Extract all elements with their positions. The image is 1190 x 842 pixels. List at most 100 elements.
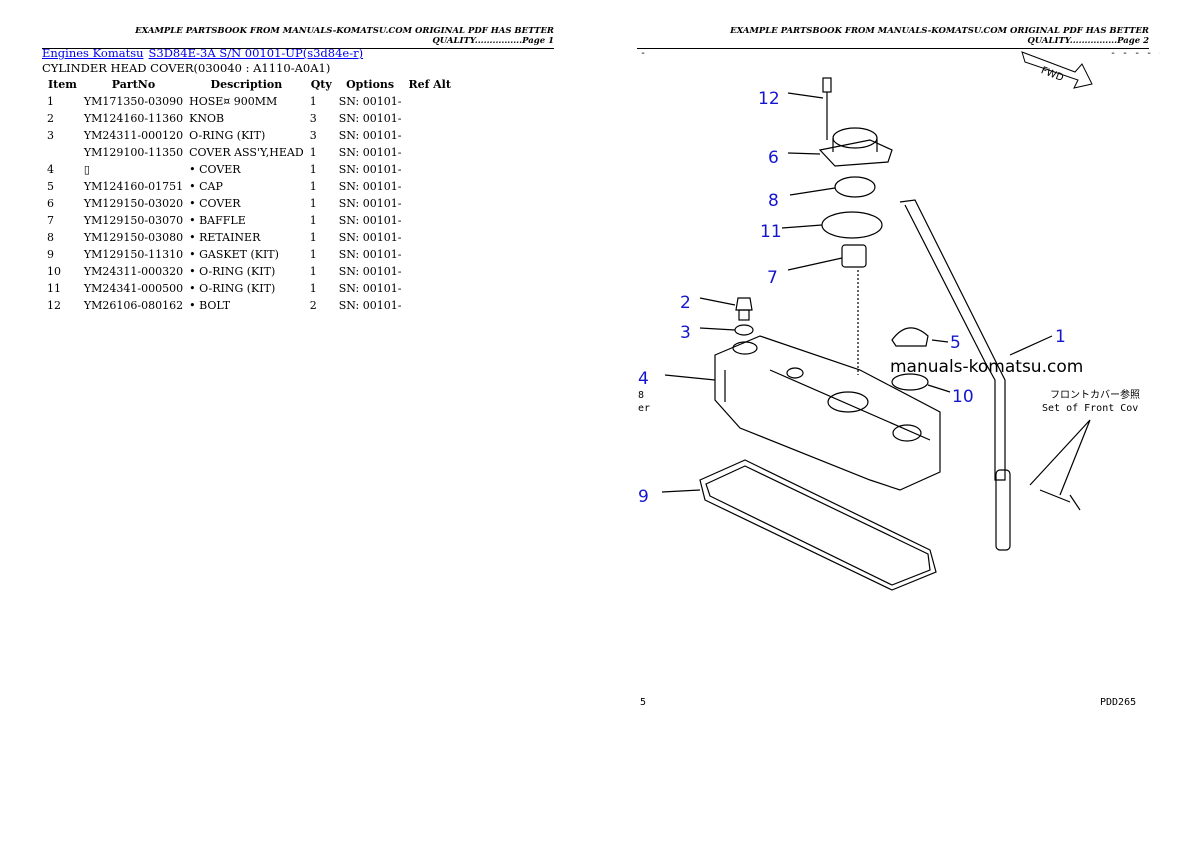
- table-cell: [404, 280, 455, 297]
- table-cell: SN: 00101-: [338, 197, 402, 210]
- table-cell: 1: [309, 197, 317, 210]
- column-header: Options: [346, 78, 395, 91]
- table-cell: YM26106-080162: [83, 299, 184, 312]
- table-cell: ▯: [83, 163, 90, 176]
- breadcrumb: Engines Komatsu S3D84E-3A S/N 00101-UP(s3…: [42, 46, 368, 60]
- table-cell: 1: [47, 95, 54, 108]
- table-cell: SN: 00101-: [338, 265, 402, 278]
- callout-8: 8: [768, 191, 779, 211]
- table-cell: 1: [309, 214, 317, 227]
- table-cell: [404, 229, 455, 246]
- table-cell: 8: [47, 231, 54, 244]
- table-row: 12 YM26106-080162 • BOLT 2 SN: 00101-: [44, 297, 455, 314]
- fwd-label: FWD: [1039, 65, 1065, 84]
- table-cell: [404, 110, 455, 127]
- drawing-lines: [661, 77, 1091, 591]
- table-cell: • COVER: [189, 163, 241, 176]
- table-cell: 1: [309, 231, 317, 244]
- table-cell: YM24311-000120: [83, 129, 184, 142]
- breadcrumb-link-engines[interactable]: Engines Komatsu: [42, 46, 144, 60]
- callout-9: 9: [638, 487, 649, 507]
- table-cell: YM171350-03090: [83, 95, 184, 108]
- callout-3: 3: [680, 323, 691, 343]
- callout-10: 10: [952, 387, 974, 407]
- table-cell: 1: [309, 265, 317, 278]
- callout-6: 6: [768, 148, 779, 168]
- table-cell: [404, 195, 455, 212]
- table-row: 8 YM129150-03080 • RETAINER 1 SN: 00101-: [44, 229, 455, 246]
- table-cell: [44, 144, 81, 161]
- table-cell: SN: 00101-: [338, 299, 402, 312]
- note-jp: フロントカバー参照: [1050, 388, 1140, 401]
- table-cell: SN: 00101-: [338, 214, 402, 227]
- table-cell: • GASKET (KIT): [189, 248, 279, 261]
- column-header: Ref Alt: [408, 78, 451, 91]
- callout-2: 2: [680, 293, 691, 313]
- column-header: Qty: [310, 78, 332, 91]
- table-row: 1 YM171350-03090 HOSE¤ 900MM 1 SN: 00101-: [44, 93, 455, 110]
- table-cell: SN: 00101-: [338, 231, 402, 244]
- page-header-2: EXAMPLE PARTSBOOK FROM MANUALS-KOMATSU.C…: [637, 26, 1149, 49]
- table-cell: [404, 212, 455, 229]
- table-cell: 12: [47, 299, 61, 312]
- callout-12: 12: [758, 89, 780, 109]
- table-cell: 3: [309, 129, 317, 142]
- left-cut-text-1: 8: [638, 390, 644, 401]
- breadcrumb-link-model[interactable]: S3D84E-3A S/N 00101-UP(s3d84e-r): [148, 46, 364, 60]
- table-cell: • O-RING (KIT): [189, 282, 276, 295]
- table-cell: SN: 00101-: [338, 248, 402, 261]
- table-cell: [404, 127, 455, 144]
- table-cell: SN: 00101-: [338, 282, 402, 295]
- table-row: 6 YM129150-03020 • COVER 1 SN: 00101-: [44, 195, 455, 212]
- table-cell: 9: [47, 248, 54, 261]
- table-cell: 6: [47, 197, 54, 210]
- table-cell: HOSE¤ 900MM: [189, 95, 278, 108]
- table-cell: 1: [309, 163, 317, 176]
- table-cell: O-RING (KIT): [189, 129, 266, 142]
- table-cell: 1: [309, 95, 317, 108]
- table-cell: [404, 144, 455, 161]
- table-cell: [404, 297, 455, 314]
- table-cell: 11: [47, 282, 61, 295]
- table-cell: 2: [309, 299, 317, 312]
- table-cell: YM24311-000320: [83, 265, 184, 278]
- table-cell: [404, 161, 455, 178]
- table-cell: • O-RING (KIT): [189, 265, 276, 278]
- table-cell: 4: [47, 163, 54, 176]
- table-cell: COVER ASS'Y,HEAD: [189, 146, 304, 159]
- callout-1: 1: [1055, 327, 1066, 347]
- callout-4: 4: [638, 369, 649, 389]
- table-cell: YM129150-03020: [83, 197, 184, 210]
- column-header: Item: [48, 78, 77, 91]
- callout-5: 5: [950, 333, 961, 353]
- left-cut-text-2: er: [638, 403, 650, 414]
- table-cell: SN: 00101-: [338, 163, 402, 176]
- drawing-number: PDD265: [1100, 697, 1136, 708]
- table-cell: YM129150-03080: [83, 231, 184, 244]
- table-row: 4 ▯ • COVER 1 SN: 00101-: [44, 161, 455, 178]
- table-cell: [404, 93, 455, 110]
- table-cell: • BOLT: [189, 299, 231, 312]
- table-cell: YM124160-01751: [83, 180, 184, 193]
- table-cell: • RETAINER: [189, 231, 261, 244]
- table-cell: 1: [309, 248, 317, 261]
- table-cell: SN: 00101-: [338, 95, 402, 108]
- column-header: Description: [210, 78, 283, 91]
- table-cell: SN: 00101-: [338, 180, 402, 193]
- table-cell: • COVER: [189, 197, 241, 210]
- table-cell: YM129100-11350: [83, 146, 184, 159]
- note-en: Set of Front Cov: [1042, 403, 1138, 414]
- table-cell: 10: [47, 265, 61, 278]
- page-header-1: EXAMPLE PARTSBOOK FROM MANUALS-KOMATSU.C…: [42, 26, 554, 49]
- table-cell: SN: 00101-: [338, 129, 402, 142]
- callout-11: 11: [760, 222, 782, 242]
- watermark: manuals-komatsu.com: [890, 357, 1083, 377]
- table-cell: 5: [47, 180, 54, 193]
